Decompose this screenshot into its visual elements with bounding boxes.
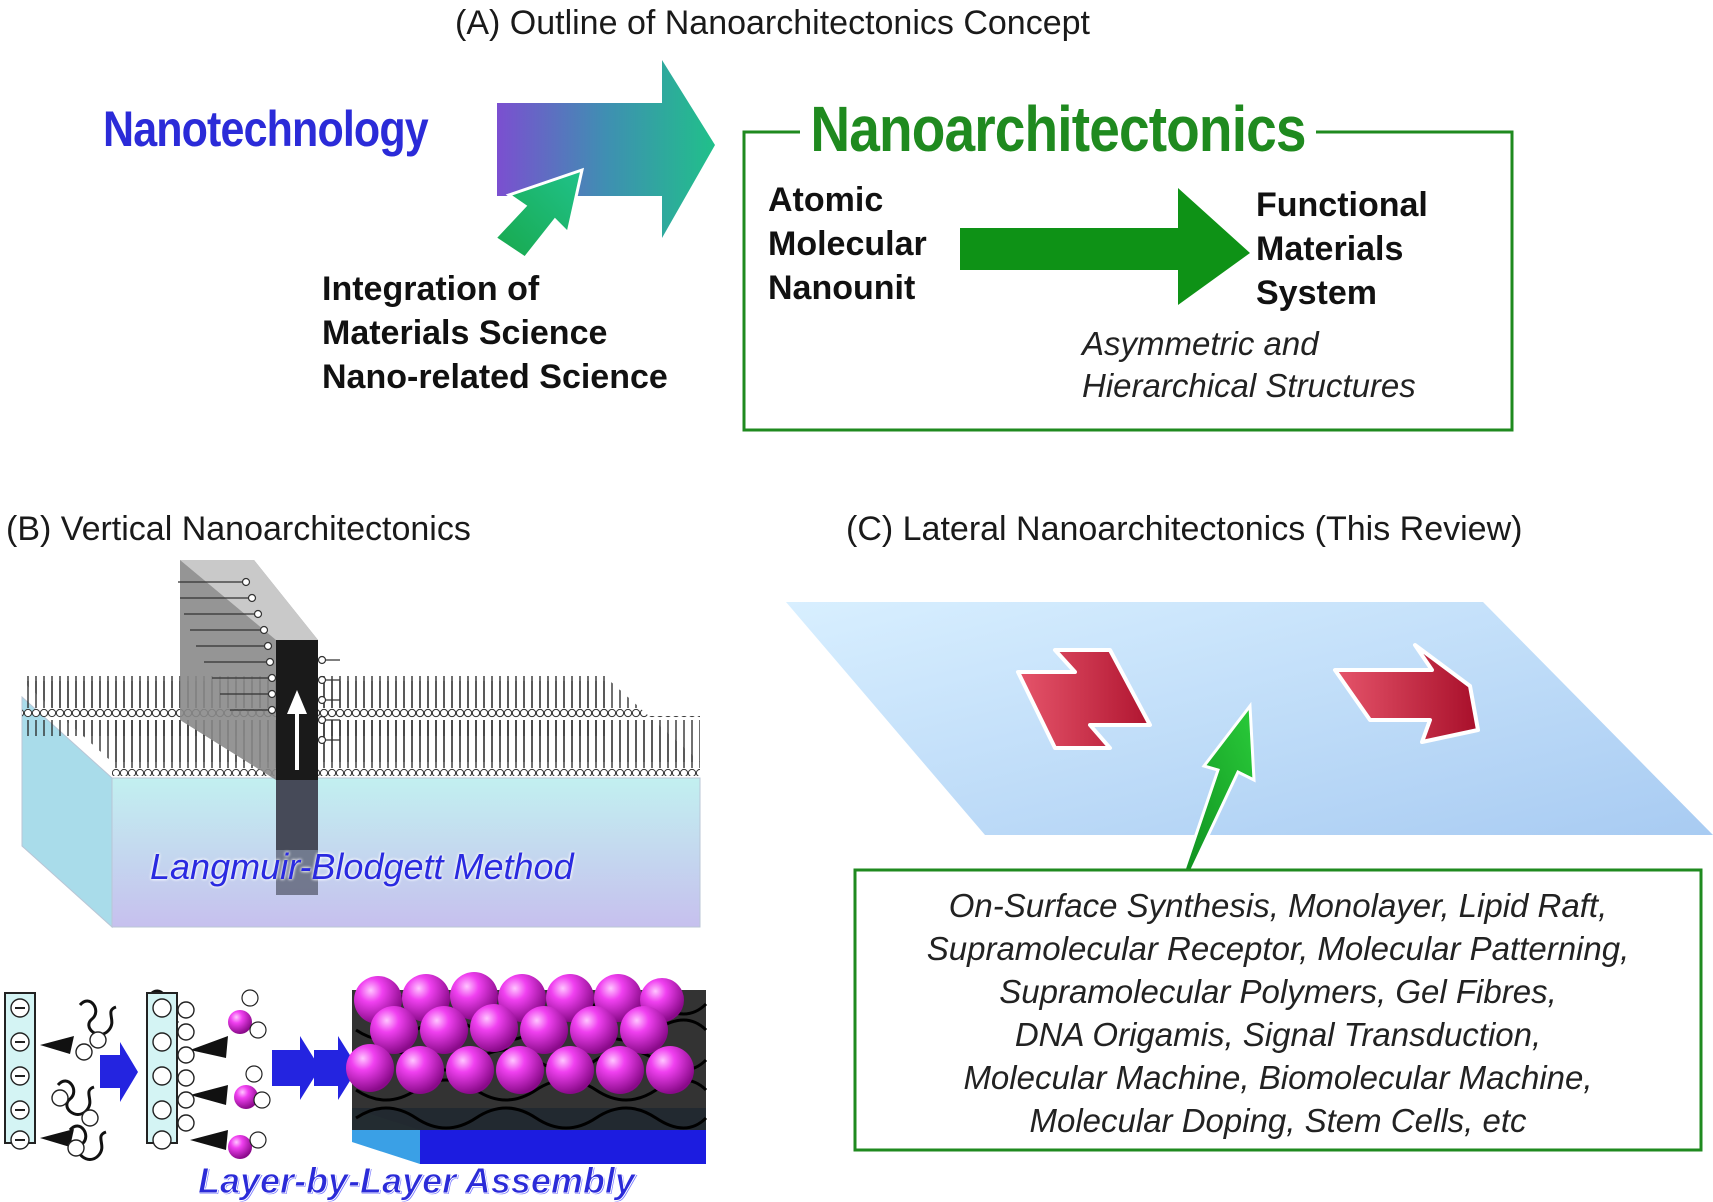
integration-line: Nano-related Science — [322, 358, 668, 396]
small-spheres — [228, 989, 271, 1159]
lbl-substrate-1 — [4, 992, 36, 1150]
output-item: Functional — [1256, 186, 1428, 224]
panel-b-title: (B) Vertical Nanoarchitectonics — [6, 510, 471, 548]
black-arrowheads — [40, 1036, 228, 1150]
topic-line: Molecular Machine, Biomolecular Machine, — [963, 1059, 1593, 1096]
topics-list: On-Surface Synthesis, Monolayer, Lipid R… — [855, 884, 1701, 1142]
sphere-array — [346, 972, 694, 1094]
topic-line: Molecular Doping, Stem Cells, etc — [1029, 1102, 1527, 1139]
output-item: Materials — [1256, 230, 1404, 268]
outputs-list: Functional Materials System — [1256, 183, 1428, 315]
topic-line: Supramolecular Polymers, Gel Fibres, — [999, 973, 1557, 1010]
lbl-substrate-2 — [146, 992, 178, 1150]
blue-chevron-icon — [100, 1036, 358, 1102]
plus-charges — [51, 1001, 195, 1157]
structure-line: Asymmetric and — [1082, 325, 1319, 362]
structure-line: Hierarchical Structures — [1082, 367, 1416, 404]
red-arrow-icon — [1016, 648, 1152, 750]
green-arrow-icon — [1180, 701, 1256, 880]
topic-line: Supramolecular Receptor, Molecular Patte… — [926, 930, 1630, 967]
green-arrow-icon — [492, 167, 585, 261]
input-item: Molecular — [768, 225, 927, 263]
topics-box — [853, 868, 1703, 1152]
layer-by-layer-label: Layer-by-Layer Assembly — [198, 1160, 636, 1202]
red-arrow-icon — [1333, 643, 1480, 744]
inputs-list: Atomic Molecular Nanounit — [768, 178, 927, 310]
topic-line: On-Surface Synthesis, Monolayer, Lipid R… — [948, 887, 1608, 924]
topic-line: DNA Origamis, Signal Transduction, — [1014, 1016, 1542, 1053]
input-item: Nanounit — [768, 269, 916, 307]
integration-list: Integration of Materials Science Nano-re… — [322, 267, 668, 399]
input-item: Atomic — [768, 181, 884, 219]
panel-a-title: (A) Outline of Nanoarchitectonics Concep… — [455, 4, 1090, 42]
langmuir-trough — [21, 560, 701, 929]
panel-c-title: (C) Lateral Nanoarchitectonics (This Rev… — [846, 510, 1523, 548]
output-item: System — [1256, 274, 1377, 312]
integration-line: Integration of — [322, 270, 540, 308]
nanoarchitectonics-heading: Nanoarchitectonics — [800, 92, 1316, 166]
nanotechnology-label: Nanotechnology — [103, 101, 429, 157]
langmuir-blodgett-label: Langmuir-Blodgett Method — [150, 846, 574, 887]
integration-line: Materials Science — [322, 314, 608, 352]
green-arrow-icon — [960, 188, 1250, 305]
structures-list: Asymmetric and Hierarchical Structures — [1082, 323, 1416, 407]
white-up-arrow-icon — [287, 690, 307, 770]
